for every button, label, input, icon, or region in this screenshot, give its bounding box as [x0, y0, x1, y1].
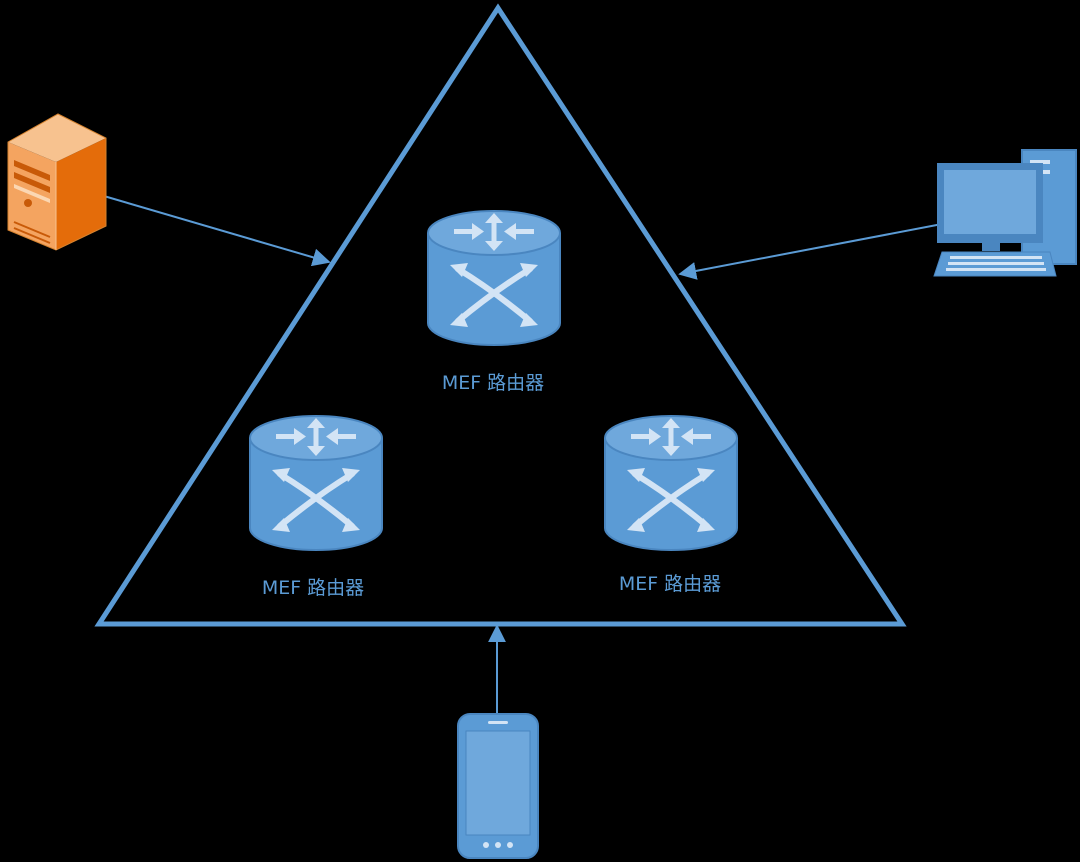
server-icon	[7, 113, 107, 251]
router-left: MEF 路由器	[250, 416, 382, 599]
router-icon	[428, 211, 560, 345]
router-right: MEF 路由器	[605, 416, 737, 595]
router-right-label: MEF 路由器	[619, 573, 721, 595]
router-icon	[250, 416, 382, 550]
desktop-connector-line	[678, 223, 943, 280]
router-top-label: MEF 路由器	[442, 372, 544, 394]
network-boundary-triangle	[94, 3, 907, 627]
router-top: MEF 路由器	[428, 211, 560, 394]
smartphone-icon	[457, 713, 539, 859]
desktop-computer-icon	[933, 149, 1077, 277]
router-icon	[605, 416, 737, 550]
router-left-label: MEF 路由器	[262, 577, 364, 599]
